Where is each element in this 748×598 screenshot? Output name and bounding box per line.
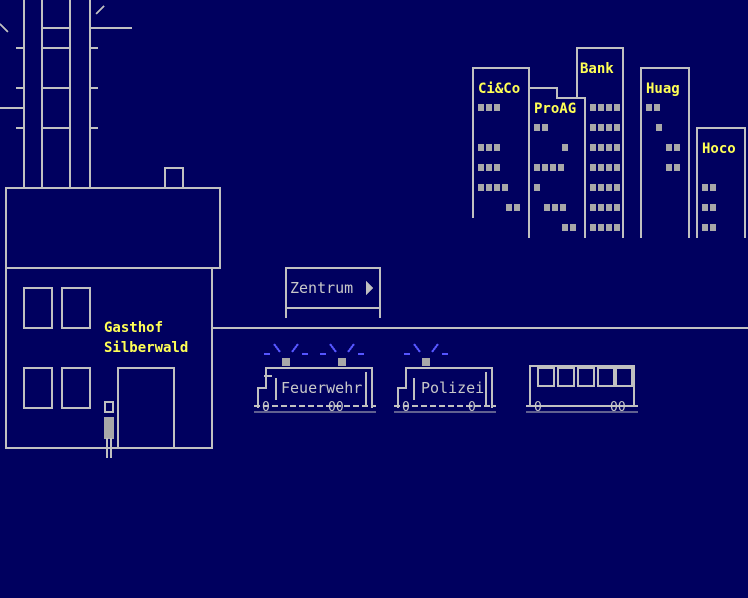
building-window bbox=[494, 104, 500, 111]
building-window bbox=[558, 164, 564, 171]
building-window bbox=[552, 204, 558, 211]
bus bbox=[526, 365, 638, 413]
building-label-cico: Ci&Co bbox=[478, 81, 521, 97]
building-window bbox=[710, 184, 716, 191]
building-window bbox=[486, 184, 492, 191]
signpost bbox=[285, 267, 381, 318]
building-window bbox=[654, 104, 660, 111]
building-window bbox=[606, 204, 612, 211]
police-car bbox=[394, 367, 496, 413]
building-window bbox=[478, 104, 484, 111]
building-window bbox=[478, 144, 484, 151]
building-window bbox=[614, 144, 620, 151]
building-label-bank: Bank bbox=[580, 61, 614, 77]
skyline-windows bbox=[478, 104, 716, 231]
building-window bbox=[590, 224, 596, 231]
building-window bbox=[542, 124, 548, 131]
building-window bbox=[614, 124, 620, 131]
building-window bbox=[674, 164, 680, 171]
building-window bbox=[606, 224, 612, 231]
building-label-hoco: Hoco bbox=[702, 141, 736, 157]
building-window bbox=[494, 184, 500, 191]
building-window bbox=[570, 224, 576, 231]
building-window bbox=[598, 144, 604, 151]
building-window bbox=[710, 224, 716, 231]
building-window bbox=[502, 184, 508, 191]
building-window bbox=[562, 224, 568, 231]
building-window bbox=[614, 104, 620, 111]
police-car-label: Polizei bbox=[421, 379, 485, 397]
building-window bbox=[702, 204, 708, 211]
building-label-proag: ProAG bbox=[534, 101, 577, 117]
bus-wheel-front: 0 bbox=[534, 400, 542, 415]
police-car-wheel-rear: 0 bbox=[468, 400, 476, 415]
building-window bbox=[590, 164, 596, 171]
building-window bbox=[666, 144, 672, 151]
building-window bbox=[544, 204, 550, 211]
building-window bbox=[606, 184, 612, 191]
building-window bbox=[598, 164, 604, 171]
building-window bbox=[614, 204, 620, 211]
signpost-label: Zentrum bbox=[290, 279, 354, 297]
building-window bbox=[666, 164, 672, 171]
fire-truck-wheels: 0 bbox=[262, 400, 270, 415]
bus-wheels-rear: 00 bbox=[610, 400, 626, 415]
chimney-tower bbox=[0, 0, 132, 188]
building-window bbox=[598, 124, 604, 131]
building-window bbox=[598, 184, 604, 191]
building-window bbox=[598, 224, 604, 231]
building-window bbox=[514, 204, 520, 211]
building-window bbox=[590, 204, 596, 211]
building-window bbox=[494, 144, 500, 151]
building-window bbox=[614, 164, 620, 171]
building-window bbox=[598, 204, 604, 211]
fire-truck bbox=[254, 367, 376, 413]
building-window bbox=[598, 104, 604, 111]
building-window bbox=[710, 204, 716, 211]
building-window bbox=[542, 164, 548, 171]
building-window bbox=[486, 104, 492, 111]
building-window bbox=[702, 224, 708, 231]
building-window bbox=[562, 144, 568, 151]
building-window bbox=[702, 184, 708, 191]
building-window bbox=[606, 144, 612, 151]
building-window bbox=[506, 204, 512, 211]
building-window bbox=[534, 124, 540, 131]
building-window bbox=[494, 164, 500, 171]
building-window bbox=[590, 104, 596, 111]
building-window bbox=[674, 144, 680, 151]
building-window bbox=[646, 104, 652, 111]
inn-building bbox=[5, 167, 221, 458]
fire-truck-label: Feuerwehr bbox=[281, 379, 363, 397]
building-window bbox=[614, 224, 620, 231]
building-window bbox=[590, 184, 596, 191]
inn-name-line1: Gasthof bbox=[104, 320, 164, 336]
building-window bbox=[550, 164, 556, 171]
building-window bbox=[590, 124, 596, 131]
building-window bbox=[478, 164, 484, 171]
siren-lights bbox=[264, 343, 448, 355]
building-window bbox=[486, 144, 492, 151]
building-window bbox=[534, 164, 540, 171]
building-window bbox=[614, 184, 620, 191]
city-skyline bbox=[472, 47, 746, 238]
building-window bbox=[606, 164, 612, 171]
building-window bbox=[590, 144, 596, 151]
building-window bbox=[478, 184, 484, 191]
building-window bbox=[560, 204, 566, 211]
inn-name-line2: Silberwald bbox=[104, 340, 189, 356]
fire-truck-wheels-rear: 00 bbox=[328, 400, 344, 415]
building-window bbox=[486, 164, 492, 171]
building-window bbox=[606, 104, 612, 111]
police-car-wheel-front: 0 bbox=[402, 400, 410, 415]
building-window bbox=[656, 124, 662, 131]
building-window bbox=[606, 124, 612, 131]
siren-lamps bbox=[282, 358, 430, 366]
building-label-huag: Huag bbox=[646, 81, 680, 97]
building-window bbox=[534, 184, 540, 191]
